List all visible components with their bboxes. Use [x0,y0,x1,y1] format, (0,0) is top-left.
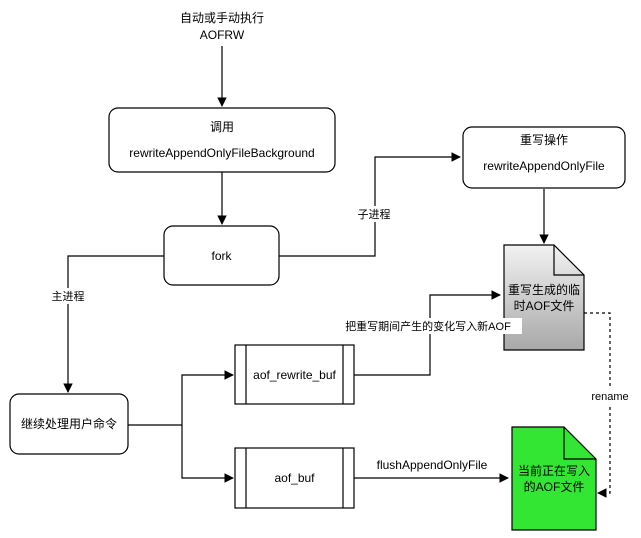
node-temp-aof-line1: 重写生成的临 [508,282,580,297]
node-rewrite-op-line2: rewriteAppendOnlyFile [483,159,605,173]
label-main-process: 主进程 [52,290,85,303]
node-fork-label: fork [211,249,232,263]
node-rewrite-bg-line2: rewriteAppendOnlyFileBackground [129,146,314,160]
node-rewrite-bg-line1: 调用 [210,120,234,134]
edge-continue-to-aof-buf [181,425,234,483]
label-write-changes: 把重写期间产生的变化写入新AOF [345,319,511,333]
node-aof-buf-label: aof_buf [274,471,315,485]
edge-continue-to-aof-rewrite-buf [128,370,234,426]
label-child-process: 子进程 [358,208,391,221]
node-continue-cmd-label: 继续处理用户命令 [21,416,117,431]
node-current-aof-line2: 的AOF文件 [524,479,585,494]
label-flush: flushAppendOnlyFile [377,458,488,472]
label-rename: rename [591,391,628,403]
edge-fork-to-continue-cmd [63,255,164,393]
node-fork: fork [163,225,280,286]
node-aof-rewrite-buf: aof_rewrite_buf [234,344,355,405]
start-text-line2: AOFRW [200,28,245,42]
node-rewrite-bg: 调用 rewriteAppendOnlyFileBackground [108,107,336,173]
node-current-aof-line1: 当前正在写入 [518,463,590,478]
node-temp-aof-document: 重写生成的临 时AOF文件 [503,244,585,351]
edge-aof-rewrite-buf-to-temp-aof [354,290,501,376]
start-text-line1: 自动或手动执行 [180,11,264,25]
node-aof-rewrite-buf-label: aof_rewrite_buf [253,368,336,382]
node-continue-cmd: 继续处理用户命令 [9,393,129,455]
node-aof-buf: aof_buf [234,447,355,509]
node-rewrite-op-line1: 重写操作 [520,132,568,147]
node-current-aof-document: 当前正在写入 的AOF文件 [511,426,597,531]
node-temp-aof-line2: 时AOF文件 [514,298,575,313]
node-rewrite-op: 重写操作 rewriteAppendOnlyFile [462,126,626,189]
